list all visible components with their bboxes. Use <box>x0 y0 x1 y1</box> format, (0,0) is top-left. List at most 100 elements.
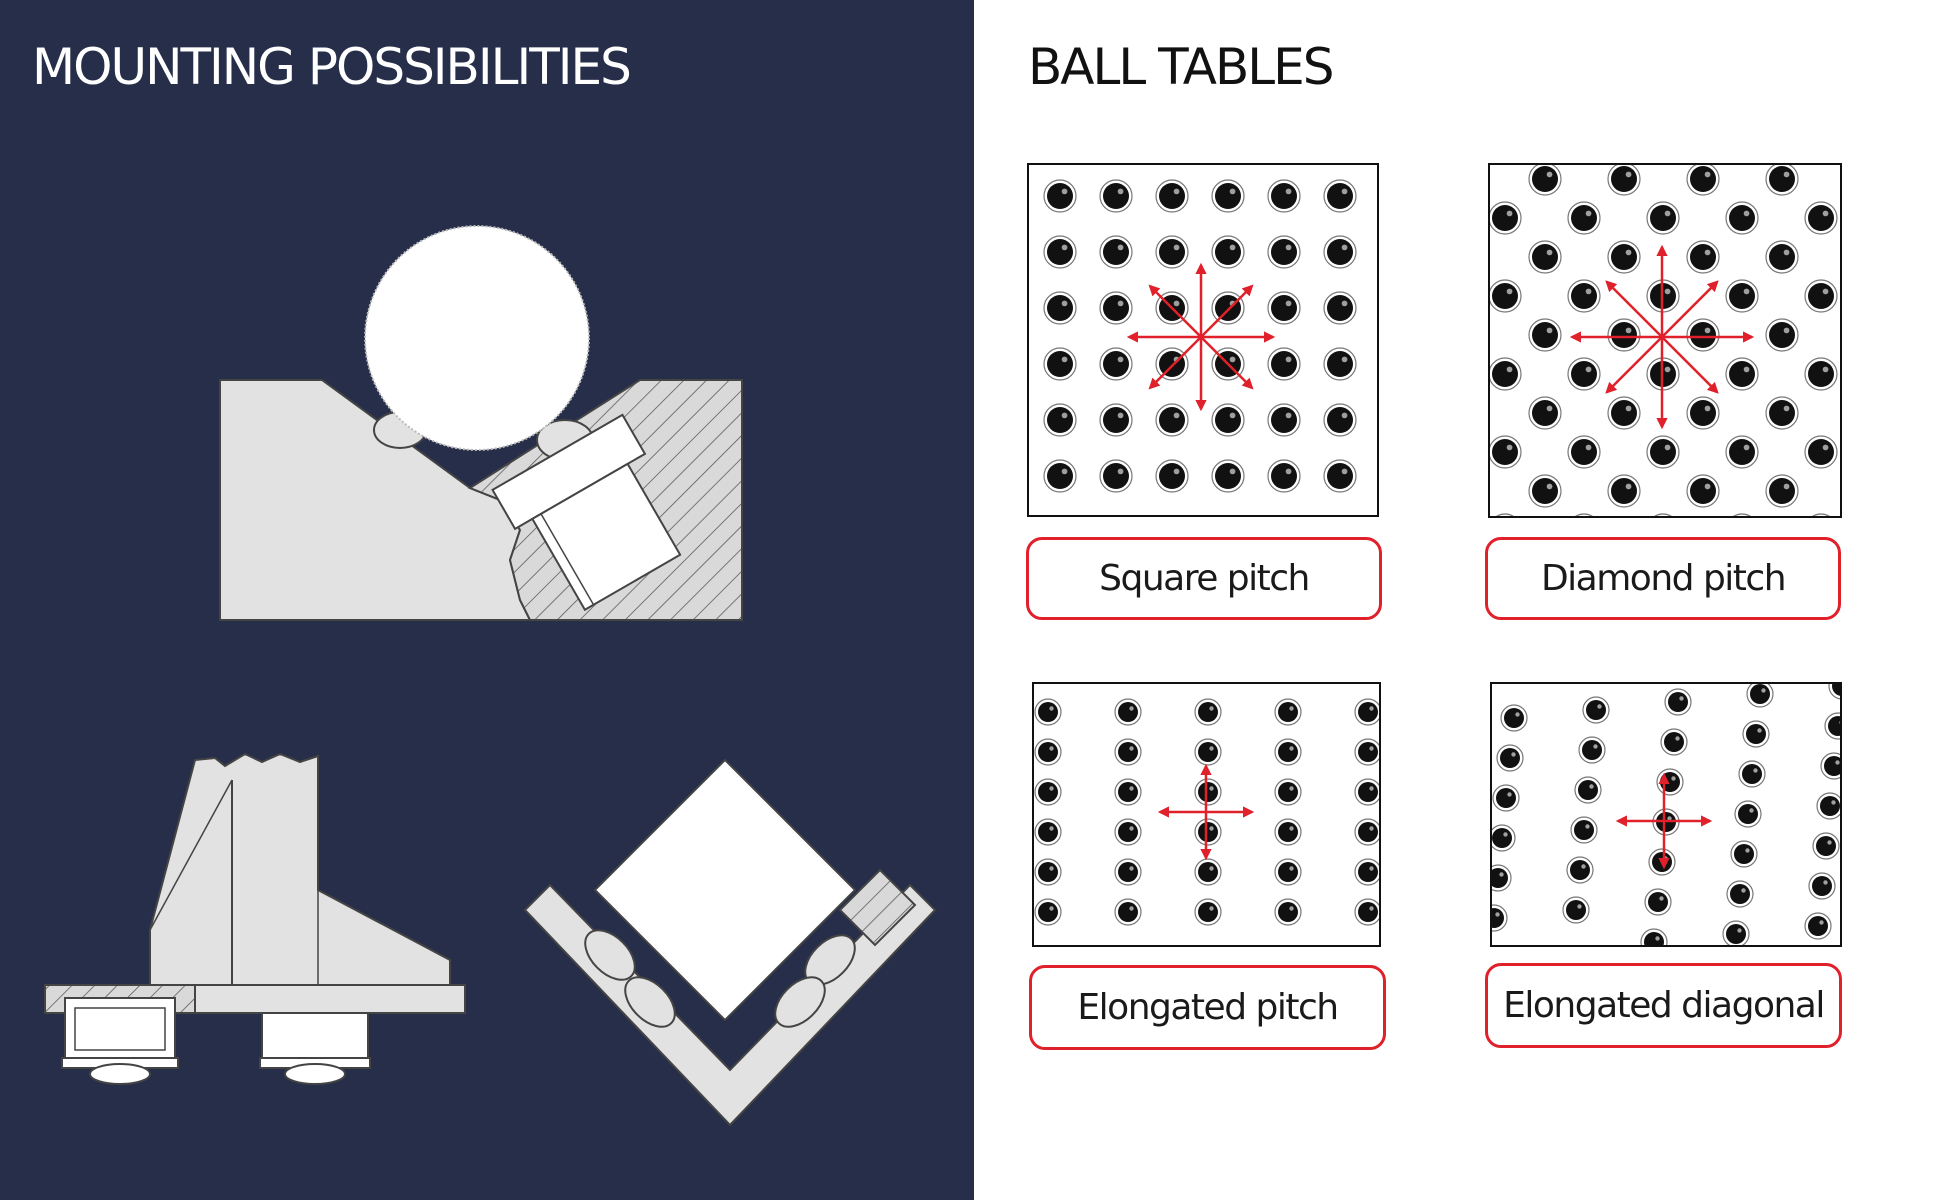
ball <box>1194 738 1222 766</box>
ball <box>1211 291 1245 325</box>
ball <box>1648 848 1676 876</box>
ball <box>1099 459 1133 493</box>
diamond-pitch-label: Diamond pitch <box>1485 537 1841 620</box>
ball <box>1574 776 1602 804</box>
ball <box>1267 235 1301 269</box>
ball <box>1274 778 1302 806</box>
ball <box>1575 513 1593 516</box>
ball <box>1099 347 1133 381</box>
ball <box>1765 318 1799 352</box>
ball <box>1725 279 1759 313</box>
ball <box>1742 720 1770 748</box>
ball <box>1567 279 1601 313</box>
ball <box>1043 291 1077 325</box>
ball <box>1099 235 1133 269</box>
ball <box>1686 318 1720 352</box>
ball <box>1034 698 1062 726</box>
ball <box>1812 832 1840 860</box>
ball <box>1267 403 1301 437</box>
elongated-pitch-arrows <box>1157 763 1255 861</box>
ball <box>1582 696 1610 724</box>
ball <box>1654 513 1672 516</box>
ball <box>1640 928 1668 945</box>
ball <box>1738 760 1766 788</box>
ball <box>1646 435 1680 469</box>
ball <box>1660 728 1688 756</box>
ball <box>1211 235 1245 269</box>
ball <box>1194 818 1222 846</box>
ball <box>1496 744 1524 772</box>
ball <box>1607 240 1641 274</box>
ball <box>1099 179 1133 213</box>
ball <box>1765 474 1799 508</box>
ball <box>1746 684 1774 708</box>
ball <box>1034 778 1062 806</box>
ball <box>1267 179 1301 213</box>
v-groove-mount-illustration <box>219 225 743 621</box>
ball <box>1043 459 1077 493</box>
ball <box>1765 165 1799 196</box>
ball <box>1567 435 1601 469</box>
ball <box>1492 824 1516 852</box>
ball <box>1354 818 1379 846</box>
ball <box>1267 291 1301 325</box>
ball <box>1644 888 1672 916</box>
ball <box>1607 318 1641 352</box>
square-pitch-grid <box>1027 163 1379 517</box>
ball <box>1578 736 1606 764</box>
ball <box>1816 792 1840 820</box>
square-pitch-label: Square pitch <box>1026 537 1382 620</box>
ball <box>1043 403 1077 437</box>
ball <box>1607 396 1641 430</box>
ball <box>1099 403 1133 437</box>
ball <box>1726 880 1754 908</box>
ball <box>1812 513 1830 516</box>
ball <box>1820 752 1840 780</box>
ball <box>1725 435 1759 469</box>
ball <box>1528 474 1562 508</box>
ball <box>1725 201 1759 235</box>
ball <box>1646 201 1680 235</box>
elongated-pitch-label: Elongated pitch <box>1029 965 1386 1050</box>
ball <box>1528 165 1562 196</box>
ball <box>1492 864 1512 892</box>
ball <box>1566 856 1594 884</box>
ball <box>1570 816 1598 844</box>
ball-tables-title: BALL TABLES <box>1028 38 1334 96</box>
ball <box>1034 738 1062 766</box>
ball <box>1194 858 1222 886</box>
ball <box>1211 459 1245 493</box>
ball <box>1323 347 1357 381</box>
ball <box>1267 347 1301 381</box>
ball <box>1828 684 1840 700</box>
ball <box>1686 474 1720 508</box>
ball <box>1211 403 1245 437</box>
ball <box>1323 459 1357 493</box>
ball <box>1607 474 1641 508</box>
ball <box>1656 768 1684 796</box>
ball <box>1155 347 1189 381</box>
ball <box>1155 179 1189 213</box>
ball <box>1490 357 1522 391</box>
ball <box>1323 403 1357 437</box>
ball <box>1607 165 1641 196</box>
ball <box>1114 858 1142 886</box>
ball <box>1528 396 1562 430</box>
ball <box>1323 179 1357 213</box>
bracket-mount-illustration <box>44 752 466 1085</box>
ball <box>1274 898 1302 926</box>
ball <box>1274 858 1302 886</box>
ball <box>1733 513 1751 516</box>
ball <box>1496 513 1514 516</box>
ball <box>1804 279 1838 313</box>
ball <box>1114 818 1142 846</box>
ball <box>1734 800 1762 828</box>
ball <box>1808 872 1836 900</box>
ball <box>1528 240 1562 274</box>
ball <box>1804 435 1838 469</box>
ball <box>1567 201 1601 235</box>
mounting-panel: MOUNTING POSSIBILITIES <box>0 0 974 1200</box>
ball <box>1211 179 1245 213</box>
ball <box>1034 898 1062 926</box>
